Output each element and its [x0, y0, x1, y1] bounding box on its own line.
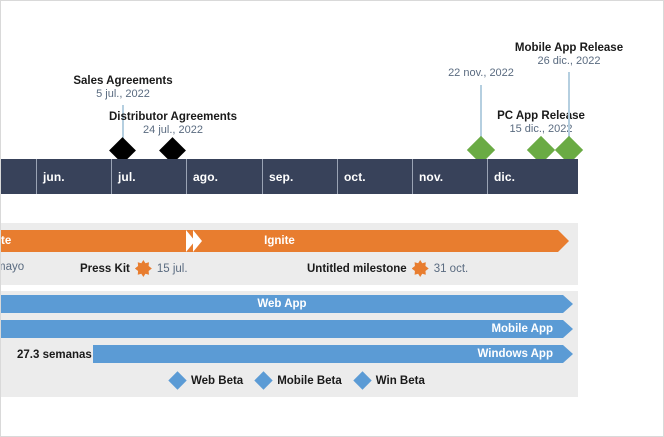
axis-label-nov: nov. [419, 169, 444, 184]
blue-diamond-icon [168, 371, 187, 390]
bar-arrow-tip [563, 295, 573, 313]
orange-star-icon [411, 260, 429, 277]
axis-cell-jul: jul. [111, 159, 186, 194]
axis-cell-oct: oct. [337, 159, 412, 194]
inline-milestone-untitled[interactable]: Untitled milestone 31 oct. [307, 260, 468, 277]
milestone-callout-sales[interactable]: Sales Agreements 5 jul., 2022 [43, 75, 203, 101]
milestone-date: 24 jul., 2022 [143, 124, 203, 137]
legend-item-win-beta[interactable]: Win Beta [353, 371, 425, 390]
milestone-date: 5 jul., 2022 [96, 88, 150, 101]
milestone-title: PC App Release [497, 110, 585, 122]
bar-arrow-tip [558, 230, 569, 252]
task-bar-ignite[interactable]: Ignite [1, 230, 569, 252]
blue-diamond-icon [353, 371, 372, 390]
milestone-title: Mobile App Release [514, 42, 624, 54]
axis-label-dic: dic. [494, 169, 516, 184]
legend-item-web-beta[interactable]: Web Beta [168, 371, 244, 390]
milestone-stem-nov22 [480, 85, 482, 145]
axis-cell-nov: nov. [412, 159, 487, 194]
axis-label-sep: sep. [269, 169, 294, 184]
milestone-callout-nov22[interactable]: 22 nov., 2022 [401, 67, 561, 80]
bar-arrow-tip [563, 345, 573, 363]
milestone-title: Distributor Agreements [108, 111, 237, 123]
axis-cell-ago: ago. [186, 159, 262, 194]
month-axis: jun. jul. ago. sep. oct. nov. dic. [1, 159, 578, 194]
milestone-title: Sales Agreements [73, 75, 173, 87]
inline-milestone-date: 15 jul. [156, 262, 188, 275]
milestone-callout-mobile[interactable]: Mobile App Release 26 dic., 2022 [489, 42, 649, 68]
blue-diamond-icon [254, 371, 273, 390]
bar-arrow-tip [563, 320, 573, 338]
milestone-date: 22 nov., 2022 [448, 67, 514, 79]
inline-milestone-press-kit[interactable]: Press Kit 15 jul. [80, 260, 188, 277]
inline-milestone-date: 31 oct. [433, 262, 469, 275]
milestone-stem-mobile [568, 72, 570, 144]
legend-label: Mobile Beta [277, 374, 342, 387]
task-bar-windows-app[interactable]: Windows App [93, 345, 573, 363]
task-bar-label: Mobile App [491, 323, 553, 335]
task-bar-mobile-app[interactable]: Mobile App [1, 320, 573, 338]
task-bar-label-clipped: te [1, 235, 12, 247]
task-bar-label: Web App [257, 298, 307, 310]
axis-cell-jun: jun. [36, 159, 111, 194]
legend: Web Beta Mobile Beta Win Beta [168, 371, 425, 390]
bar-chevron-split [186, 230, 202, 252]
milestone-stem-sales [122, 105, 124, 145]
milestone-date: 15 dic., 2022 [509, 123, 573, 136]
task-bar-label: Windows App [477, 348, 554, 360]
legend-label: Win Beta [375, 374, 425, 387]
duration-label-windows-app: 27.3 semanas [17, 349, 92, 361]
orange-star-icon [134, 260, 152, 277]
legend-item-mobile-beta[interactable]: Mobile Beta [254, 371, 342, 390]
axis-label-ago: ago. [193, 169, 219, 184]
axis-label-oct: oct. [344, 169, 366, 184]
milestone-date: 26 dic., 2022 [537, 55, 601, 68]
inline-date-clipped: mayo [1, 261, 25, 273]
axis-cell-dic: dic. [487, 159, 578, 194]
task-bar-web-app[interactable]: Web App [1, 295, 573, 313]
legend-label: Web Beta [191, 374, 244, 387]
inline-milestone-name: Press Kit [80, 262, 130, 275]
inline-milestone-name: Untitled milestone [307, 262, 407, 275]
milestone-callout-pc[interactable]: PC App Release 15 dic., 2022 [461, 110, 621, 136]
axis-label-jul: jul. [118, 169, 136, 184]
task-bar-label: Ignite [264, 235, 295, 247]
milestone-callout-distributor[interactable]: Distributor Agreements 24 jul., 2022 [93, 111, 253, 137]
axis-cell-sep: sep. [262, 159, 337, 194]
axis-label-jun: jun. [43, 169, 65, 184]
